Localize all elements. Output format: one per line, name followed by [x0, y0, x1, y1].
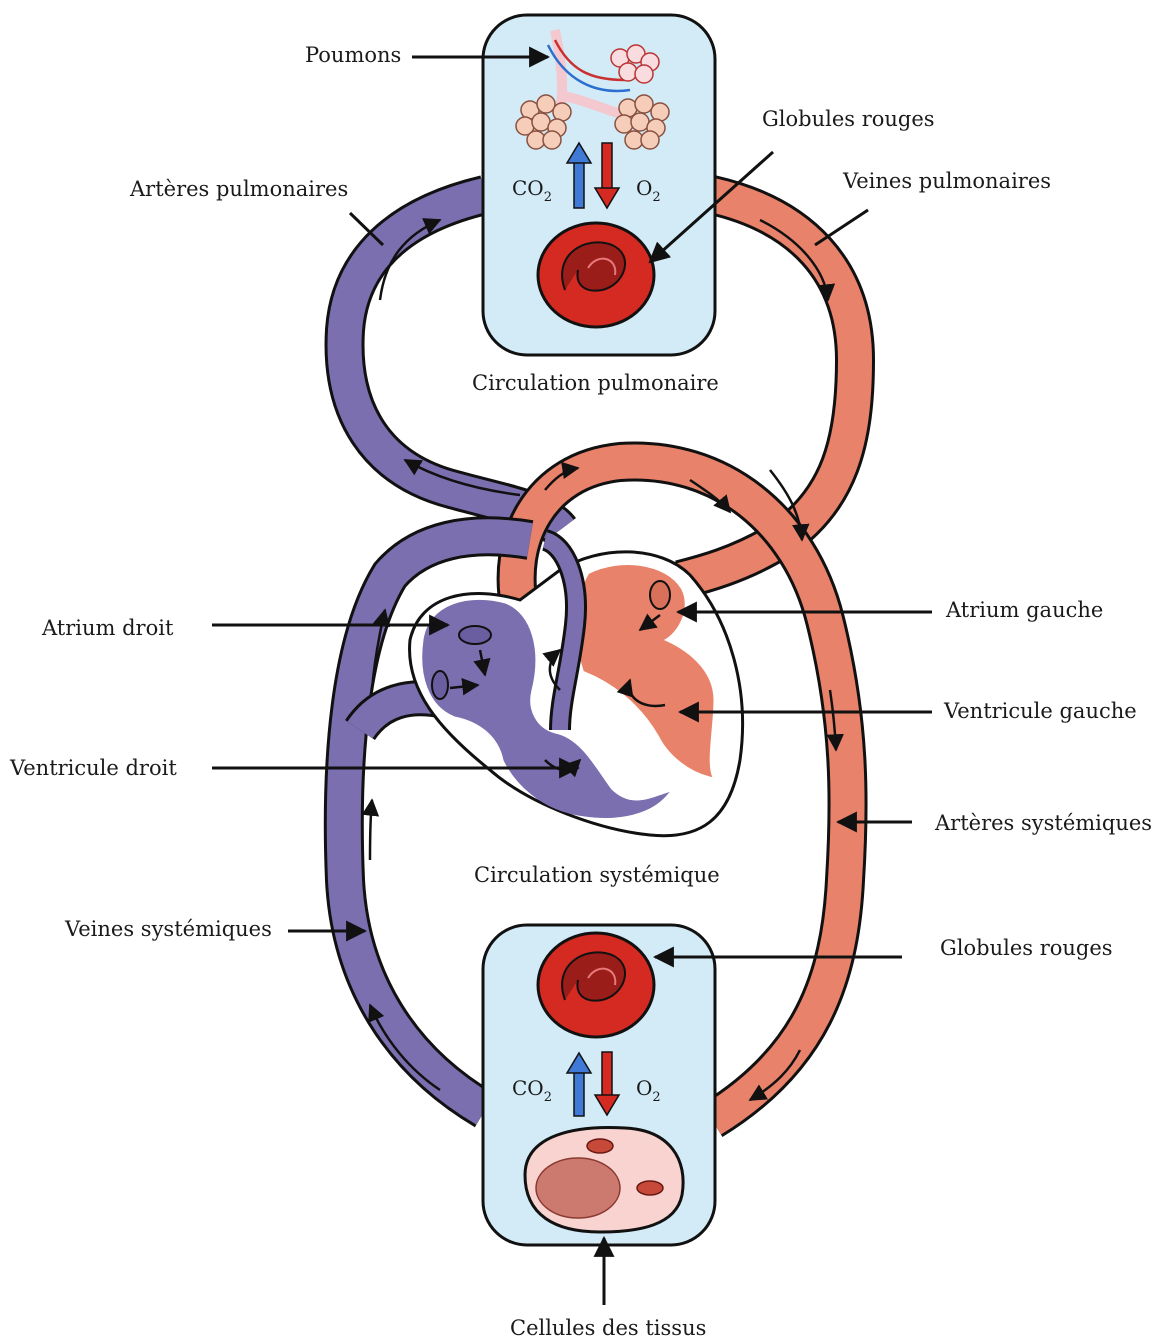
label-pulmonary-circulation: Circulation pulmonaire: [472, 371, 719, 395]
tissue-panel: CO2 O2: [483, 925, 715, 1245]
tissue-cell: [525, 1128, 683, 1232]
label-systemic-circulation: Circulation systémique: [474, 863, 720, 887]
mitochondrion: [637, 1181, 663, 1195]
red-blood-cell-top: [538, 223, 654, 327]
label-pulmonary-veins: Veines pulmonaires: [842, 169, 1051, 193]
mitral-valve: [650, 581, 670, 609]
label-lungs: Poumons: [305, 43, 401, 67]
pulmonary-veins-leader: [815, 210, 868, 245]
label-pulmonary-arteries: Artères pulmonaires: [129, 177, 348, 201]
pulmonary-panel: CO2 O2: [483, 15, 715, 355]
label-left-atrium: Atrium gauche: [945, 598, 1103, 622]
label-systemic-arteries: Artères systémiques: [934, 811, 1152, 835]
tissue-nucleus: [536, 1158, 620, 1218]
label-tissue-cells: Cellules des tissus: [510, 1316, 706, 1340]
label-right-ventricle: Ventricule droit: [9, 756, 177, 780]
label-red-cells-top: Globules rouges: [762, 107, 935, 131]
tricuspid-valve: [459, 626, 491, 644]
label-left-ventricle: Ventricule gauche: [943, 699, 1137, 723]
label-right-atrium: Atrium droit: [41, 616, 174, 640]
mitochondrion: [587, 1139, 613, 1153]
label-red-cells-bottom: Globules rouges: [940, 936, 1113, 960]
pulmonary-valve: [432, 671, 448, 699]
label-systemic-veins: Veines systémiques: [64, 917, 272, 941]
red-blood-cell-bottom: [538, 933, 654, 1037]
